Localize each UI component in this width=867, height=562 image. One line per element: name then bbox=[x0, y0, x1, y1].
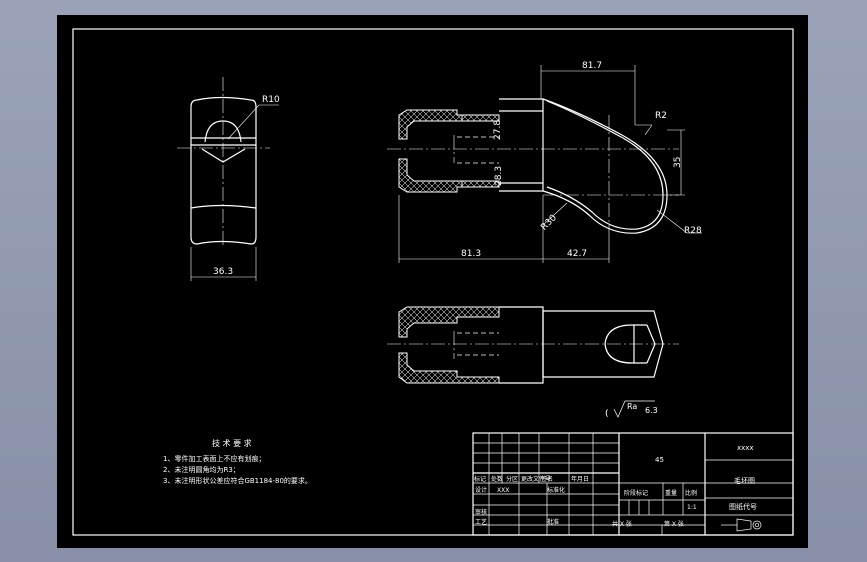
notes-title: 技 术 要 求 bbox=[212, 438, 252, 448]
dim-bore-lower: 28.3 bbox=[494, 166, 504, 186]
dim-height-right: 35 bbox=[673, 157, 683, 168]
tb-weight: 重量 bbox=[665, 489, 677, 497]
drawing-sheet: R10 36.3 81.7 R2 bbox=[57, 15, 808, 548]
notes-line-1: 1、零件加工表面上不应有划痕； bbox=[163, 454, 265, 463]
drawing-border bbox=[72, 28, 794, 536]
tb-scale-value: 1:1 bbox=[687, 504, 697, 511]
tb-material: 45 bbox=[655, 456, 664, 464]
front-view: 81.7 R2 35 R28 R30 27.8 28.3 81.3 42.7 bbox=[387, 61, 702, 263]
roughness-symbol-text: Ra bbox=[627, 402, 637, 411]
notes-line-2: 2、未注明圆角均为R3； bbox=[163, 465, 240, 474]
roughness-value: 6.3 bbox=[645, 406, 658, 415]
technical-notes: 技 术 要 求 1、零件加工表面上不应有划痕； 2、未注明圆角均为R3； 3、未… bbox=[163, 438, 312, 485]
tb-approve: 批准 bbox=[547, 518, 559, 526]
dim-radius-small: R2 bbox=[655, 111, 667, 121]
tb-sheet-no: 第 X 张 bbox=[664, 520, 684, 528]
tb-zone: 分区 bbox=[506, 475, 518, 483]
tb-drawing-no-label: 图纸代号 bbox=[729, 502, 757, 511]
drawing-canvas: R10 36.3 81.7 R2 bbox=[72, 28, 794, 536]
tb-part-name: 毛坯图 bbox=[734, 476, 755, 485]
notes-line-3: 3、未注明形状公差应符合GB1184-80的要求。 bbox=[163, 476, 312, 485]
tb-designer-name: XXX bbox=[497, 487, 509, 494]
tb-date: 年月日 bbox=[571, 475, 589, 483]
side-view: R10 36.3 bbox=[177, 77, 280, 281]
tb-count: 处数 bbox=[491, 475, 503, 483]
tb-standardize: 标准化 bbox=[547, 486, 565, 494]
dim-top-width: 81.7 bbox=[582, 61, 602, 71]
tb-signature: 签名 bbox=[541, 475, 553, 483]
dim-bore-upper: 27.8 bbox=[493, 120, 503, 140]
dim-length-right: 42.7 bbox=[567, 249, 587, 259]
tb-mark: 标记 bbox=[474, 475, 486, 483]
tb-review: 审核 bbox=[475, 508, 487, 516]
tb-process: 工艺 bbox=[475, 518, 487, 526]
dim-radius-mid: R30 bbox=[539, 213, 559, 233]
tb-company: xxxx bbox=[737, 444, 754, 452]
top-view bbox=[387, 306, 679, 384]
tb-stage-mark: 阶段标记 bbox=[624, 489, 648, 497]
roughness-symbol: ( Ra 6.3 bbox=[605, 400, 658, 419]
dim-side-width: 36.3 bbox=[213, 267, 233, 277]
tb-scale: 比例 bbox=[685, 489, 697, 497]
tb-sheets-total: 共 X 张 bbox=[612, 520, 632, 528]
dim-side-radius: R10 bbox=[262, 95, 280, 105]
projection-symbol-icon bbox=[721, 518, 762, 532]
tb-designer: 设计 bbox=[475, 486, 487, 494]
dim-radius-large: R28 bbox=[684, 226, 702, 236]
roughness-prefix: ( bbox=[605, 409, 609, 419]
dim-length-left: 81.3 bbox=[461, 249, 481, 259]
tb-change-doc: 更改文件号 bbox=[521, 475, 551, 483]
title-block: 标记 处数 分区 更改文件号 签名 年月日 设计 XXX 标准化 阶段标记 重量… bbox=[472, 432, 794, 536]
